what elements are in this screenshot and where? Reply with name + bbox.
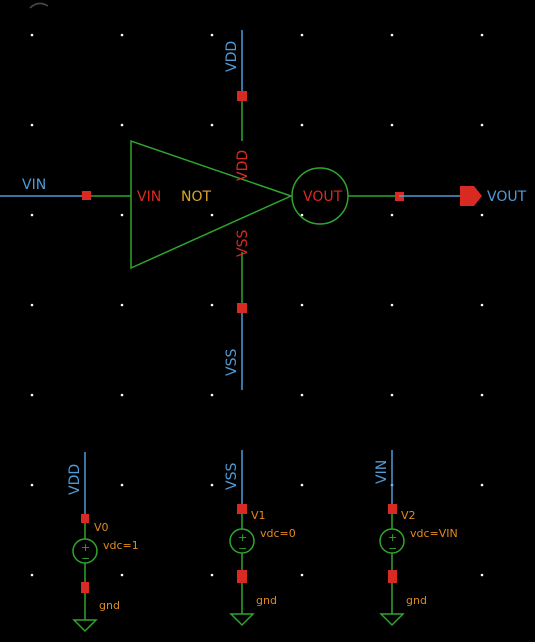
grid-dot (300, 393, 304, 397)
source-v1-ground-icon (229, 613, 255, 627)
source-v1-instance: V1 (251, 509, 266, 522)
grid-dot (30, 483, 34, 487)
grid-dot (390, 393, 394, 397)
grid-dot (480, 123, 484, 127)
grid-dot (30, 33, 34, 37)
grid-dot (30, 123, 34, 127)
source-v2-net-label: VIN (374, 460, 390, 484)
grid-dot (480, 33, 484, 37)
grid-dot (120, 483, 124, 487)
grid-dot (300, 483, 304, 487)
inverter-name-label: NOT (181, 189, 211, 205)
svg-text:+: + (388, 531, 397, 544)
vout-net-label: VOUT (487, 189, 527, 205)
grid-dot (480, 303, 484, 307)
grid-dot (300, 123, 304, 127)
vdd-net-label: VDD (224, 41, 240, 72)
grid-dot (210, 483, 214, 487)
grid-dot (120, 303, 124, 307)
source-v2-gnd: gnd (406, 594, 427, 607)
source-v0-instance: V0 (94, 521, 109, 534)
inverter-body[interactable] (130, 139, 294, 270)
vout-output-port[interactable] (460, 186, 482, 206)
source-v1-net-label: VSS (224, 463, 240, 490)
grid-dot (210, 123, 214, 127)
grid-dot (210, 303, 214, 307)
grid-dot (300, 33, 304, 37)
svg-text:−: − (81, 552, 90, 565)
svg-text:−: − (238, 542, 247, 555)
source-v2-top-pin[interactable] (388, 504, 397, 514)
source-v1-param: vdc=0 (260, 527, 296, 540)
source-v0-net-label: VDD (67, 464, 83, 495)
inverter-pin-vdd-label: VDD (235, 150, 251, 181)
vss-pin[interactable] (237, 303, 247, 313)
inverter-instance[interactable]: VIN VIN NOT VDD VDD VSS VSS VOUT VOUT (0, 30, 527, 390)
grid-dot (390, 123, 394, 127)
grid-dot (390, 303, 394, 307)
source-v1-gnd: gnd (256, 594, 277, 607)
source-v2-param: vdc=VIN (410, 527, 458, 540)
grid-dot (210, 393, 214, 397)
grid-dot (300, 573, 304, 577)
vdd-pin[interactable] (237, 91, 247, 101)
svg-text:−: − (388, 542, 397, 555)
grid-dot (480, 483, 484, 487)
vin-net-label: VIN (22, 177, 46, 193)
source-v1-top-pin[interactable] (237, 504, 247, 514)
source-v2-instance: V2 (401, 509, 416, 522)
source-v0-param: vdc=1 (103, 539, 139, 552)
source-v2-ground-icon (379, 613, 405, 627)
grid-dot (120, 213, 124, 217)
source-v0-ground-icon (72, 619, 98, 633)
grid-dot (120, 573, 124, 577)
inverter-pin-vss-label: VSS (235, 230, 251, 257)
inverter-pin-out-label: VOUT (303, 189, 343, 205)
grid-dot (300, 303, 304, 307)
grid-dot (210, 33, 214, 37)
grid-dot (390, 213, 394, 217)
grid-dot (480, 573, 484, 577)
vin-pin[interactable] (82, 191, 91, 200)
source-v0[interactable]: VDD + − V0 vdc=1 gnd (67, 452, 139, 633)
inverter-pin-in-label: VIN (137, 189, 161, 205)
vss-net-label: VSS (224, 349, 240, 376)
grid-dot (120, 393, 124, 397)
grid-dot (480, 213, 484, 217)
grid-dot (30, 573, 34, 577)
source-v1[interactable]: VSS + − V1 vdc=0 gnd (224, 450, 296, 627)
grid-dot (210, 573, 214, 577)
source-v0-bottom-pin[interactable] (81, 582, 89, 593)
svg-text:+: + (238, 531, 247, 544)
source-v0-top-pin[interactable] (81, 514, 89, 523)
grid-dot (300, 213, 304, 217)
source-v1-bottom-pin[interactable] (237, 570, 247, 583)
grid-dot (480, 393, 484, 397)
grid-dot (120, 33, 124, 37)
grid-dot (30, 303, 34, 307)
grid-dot (30, 393, 34, 397)
source-v2-bottom-pin[interactable] (388, 570, 397, 583)
source-v0-gnd: gnd (99, 599, 120, 612)
grid-dot (390, 33, 394, 37)
grid-dot (210, 213, 214, 217)
svg-text:+: + (81, 541, 90, 554)
source-v2[interactable]: VIN + − V2 vdc=VIN gnd (374, 450, 458, 627)
grid-dot (30, 213, 34, 217)
grid-dot (120, 123, 124, 127)
